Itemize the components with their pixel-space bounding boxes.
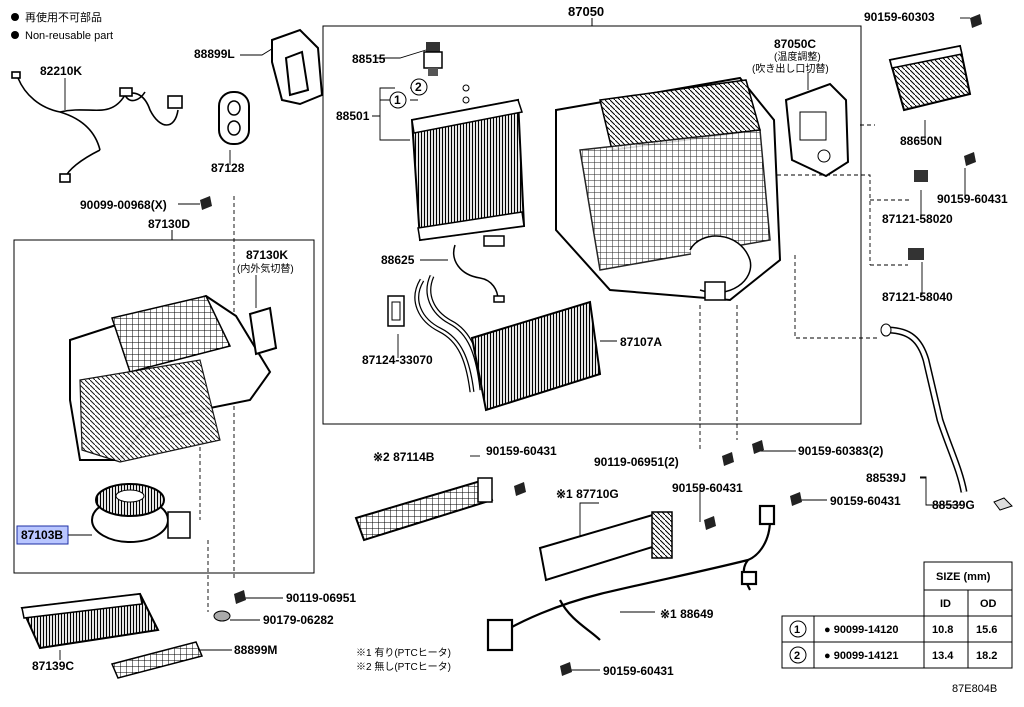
blower-motor-87103B[interactable]: [91, 483, 191, 543]
label-90179-06282[interactable]: 90179-06282: [263, 613, 334, 627]
label-87050C-jp2: (吹き出し口切替): [752, 62, 829, 75]
size-row2-idx: 2: [794, 650, 800, 662]
frame-87130D: [13, 239, 315, 574]
label-88501[interactable]: 88501: [336, 109, 370, 123]
valve-88515[interactable]: [423, 42, 443, 76]
label-87130K[interactable]: 87130K: [246, 248, 288, 262]
label-90159-60431-c[interactable]: 90159-60431: [672, 481, 743, 495]
ecu-88650N[interactable]: [888, 44, 972, 112]
label-87130D[interactable]: 87130D: [148, 217, 190, 231]
label-87050C[interactable]: 87050C: [774, 37, 816, 51]
label-90159-60431-a[interactable]: 90159-60431: [937, 192, 1008, 206]
screw-icon[interactable]: [704, 516, 716, 530]
svg-text:1: 1: [394, 93, 401, 107]
label-87128[interactable]: 87128: [211, 161, 245, 175]
legend-jp: 再使用不可部品: [25, 10, 102, 24]
label-90159-60431-e[interactable]: 90159-60431: [603, 664, 674, 678]
size-row2-od: 18.2: [976, 650, 997, 662]
label-87710G[interactable]: ※1 87710G: [556, 487, 619, 501]
ptc-heater-87710G[interactable]: [538, 511, 673, 582]
seal-88899L[interactable]: [271, 28, 324, 106]
label-87103B[interactable]: 87103B: [21, 528, 63, 542]
wire-harness-82210K[interactable]: [11, 71, 183, 183]
heater-87114B[interactable]: [354, 477, 494, 542]
label-87114B[interactable]: ※2 87114B: [373, 450, 435, 464]
label-82210K[interactable]: 82210K: [40, 64, 82, 78]
label-90119-06951[interactable]: 90119-06951: [286, 591, 356, 605]
label-87107A[interactable]: 87107A: [620, 335, 662, 349]
drain-cap-88539G[interactable]: [993, 497, 1013, 511]
label-87050C-jp1: (温度調整): [774, 50, 821, 63]
size-row1-part: ● 90099-14120: [824, 624, 899, 636]
label-88539J[interactable]: 88539J: [866, 471, 906, 485]
size-table-title: SIZE (mm): [936, 571, 991, 583]
size-row1-idx: 1: [794, 624, 800, 636]
grommet-87128[interactable]: [218, 91, 250, 145]
evaporator-88501[interactable]: [410, 98, 526, 242]
o-ring-callout-2[interactable]: 2: [410, 78, 428, 96]
label-88649[interactable]: ※1 88649: [660, 607, 714, 621]
drain-hose-88539J[interactable]: [880, 323, 968, 493]
size-row2-part: ● 90099-14121: [824, 650, 899, 662]
label-88899M[interactable]: 88899M: [234, 643, 277, 657]
label-90099-00968[interactable]: 90099-00968(X): [80, 198, 167, 212]
o-ring-callout-1[interactable]: 1: [389, 91, 407, 109]
label-90159-60303[interactable]: 90159-60303: [864, 10, 935, 24]
heater-core-87107A[interactable]: [414, 274, 602, 412]
label-88625[interactable]: 88625: [381, 253, 415, 267]
size-col-od: OD: [980, 598, 997, 610]
screw-icon[interactable]: [514, 482, 526, 496]
seal-88899M[interactable]: [110, 641, 204, 679]
grommet-90179[interactable]: [213, 610, 231, 622]
size-row1-od: 15.6: [976, 624, 997, 636]
label-88650N[interactable]: 88650N: [900, 134, 942, 148]
legend: 再使用不可部品 Non-reusable part: [11, 10, 113, 42]
label-90119-06951-2[interactable]: 90119-06951(2): [594, 455, 679, 469]
legend-en: Non-reusable part: [25, 30, 113, 42]
label-87121-58040[interactable]: 87121-58040: [882, 290, 953, 304]
svg-text:2: 2: [415, 80, 422, 94]
hvac-case-87050[interactable]: [555, 76, 782, 302]
label-87124-33070[interactable]: 87124-33070: [362, 353, 433, 367]
size-table: SIZE (mm) ID OD 1 ● 90099-14120 10.8 15.…: [781, 561, 1013, 669]
screw-icon[interactable]: [970, 14, 982, 28]
screw-icon[interactable]: [722, 452, 734, 466]
sensor-87121-58020[interactable]: [914, 170, 928, 182]
wire-harness-88649[interactable]: [486, 504, 776, 652]
screw-icon[interactable]: [560, 662, 572, 676]
label-87050[interactable]: 87050: [568, 4, 604, 19]
label-88899L[interactable]: 88899L: [194, 47, 235, 61]
blower-housing-87130D[interactable]: [69, 294, 272, 463]
note-2: ※2 無し(PTCヒータ): [356, 660, 451, 673]
note-1: ※1 有り(PTCヒータ): [356, 646, 451, 659]
label-90159-60383[interactable]: 90159-60383(2): [798, 444, 883, 458]
screw-icon[interactable]: [790, 492, 802, 506]
label-87139C[interactable]: 87139C: [32, 659, 74, 673]
screw-icon[interactable]: [200, 196, 212, 210]
thermistor-88625[interactable]: [453, 235, 505, 303]
label-88515[interactable]: 88515: [352, 52, 386, 66]
label-90159-60431-d[interactable]: 90159-60431: [830, 494, 901, 508]
diagram-code: 87E804B: [952, 683, 997, 695]
clamp-87124[interactable]: [387, 295, 405, 327]
screw-icon[interactable]: [752, 440, 764, 454]
size-row2-id: 13.4: [932, 650, 954, 662]
size-row1-id: 10.8: [932, 624, 953, 636]
label-90159-60431-b[interactable]: 90159-60431: [486, 444, 557, 458]
size-col-id: ID: [940, 598, 951, 610]
label-87130K-jp: (内外気切替): [237, 262, 294, 275]
actuator-87130K[interactable]: [248, 306, 278, 356]
screw-icon[interactable]: [234, 590, 246, 604]
air-filter-87139C[interactable]: [20, 592, 160, 650]
connector-87121-58040[interactable]: [908, 248, 924, 260]
screw-icon[interactable]: [964, 152, 976, 166]
servo-87050C[interactable]: [784, 82, 850, 178]
label-87121-58020[interactable]: 87121-58020: [882, 212, 953, 226]
